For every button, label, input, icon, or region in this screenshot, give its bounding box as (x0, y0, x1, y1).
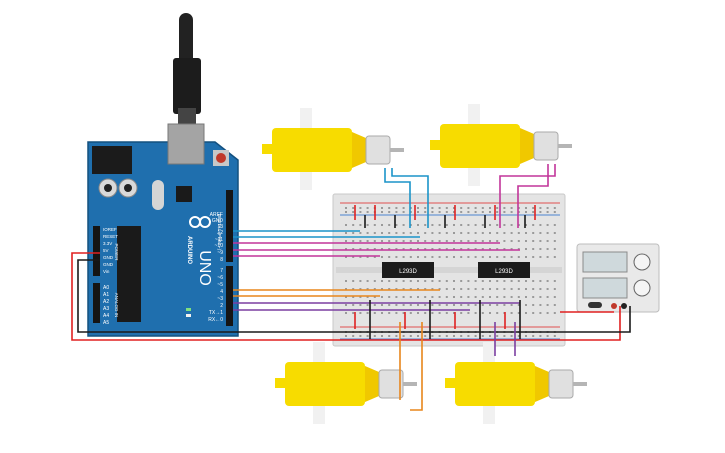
pin-a4: A4 (103, 313, 109, 319)
analog-pin-labels: A0 A1 A2 A3 A4 A5 (103, 285, 109, 326)
dc-motor[interactable] (430, 104, 572, 186)
l293d-chip-2[interactable]: L293D (478, 262, 530, 278)
pin-4: 4 (220, 289, 223, 295)
bench-power-supply[interactable] (576, 243, 660, 313)
pin-5v: 5V (103, 248, 109, 253)
chip-label-1: L293D (399, 269, 417, 275)
l293d-chip-1[interactable]: L293D (382, 262, 434, 278)
pin-a3: A3 (103, 306, 109, 312)
pin-ioref: IOREF (103, 227, 117, 232)
dc-motor[interactable] (262, 108, 404, 190)
pin-5: ~5 (217, 282, 223, 288)
arduino-board[interactable]: AREF GND 13 12 ~11 ~10 ~9 8 7 ~6 ~5 4 ~3… (87, 13, 239, 337)
digital-pin-labels: AREF GND 13 12 ~11 ~10 ~9 8 7 ~6 ~5 4 ~3… (208, 212, 223, 323)
board-brand: ARDUINO (186, 236, 192, 264)
pin-a2: A2 (103, 299, 109, 305)
power-pin-labels: IOREF RESET 3.3V 5V GND GND Vin (103, 227, 118, 274)
pin-gnd-2: GND (103, 262, 114, 267)
dc-motor[interactable] (275, 342, 417, 424)
pin-7: 7 (220, 268, 223, 274)
pin-a1: A1 (103, 292, 109, 298)
pin-12: 12 (217, 230, 223, 236)
digital-header-label: DIGITAL (PWM ~) (217, 214, 222, 251)
dc-motor[interactable] (445, 342, 587, 424)
pin-13: 13 (217, 224, 223, 230)
analog-header-label: ANALOG IN (114, 293, 119, 318)
pin-3v3: 3.3V (103, 241, 112, 246)
board-model: UNO (196, 250, 213, 286)
pin-vin: Vin (103, 269, 110, 274)
wires (71, 164, 631, 411)
pin-10: ~10 (215, 243, 224, 249)
arduino-logo-icon (189, 216, 211, 228)
dc-gear-motors (262, 104, 587, 424)
pin-11: ~11 (215, 237, 223, 243)
pin-3: ~3 (217, 296, 223, 302)
pin-1: TX→1 (209, 310, 223, 316)
pin-8: 8 (220, 257, 223, 263)
pin-a0: A0 (103, 285, 109, 291)
breadboard[interactable]: L293D L293D (332, 193, 566, 347)
pin-a5: A5 (103, 320, 109, 326)
power-header-label: POWER (114, 243, 119, 261)
pin-reset: RESET (103, 234, 118, 239)
chip-label-2: L293D (495, 269, 513, 275)
pin-2: 2 (220, 303, 223, 309)
pin-aref: AREF (210, 212, 223, 218)
pin-6: ~6 (217, 275, 223, 281)
pin-gnd: GND (212, 218, 224, 224)
pin-0: RX←0 (208, 317, 223, 323)
pin-9: ~9 (217, 250, 223, 256)
pin-gnd-1: GND (103, 255, 114, 260)
